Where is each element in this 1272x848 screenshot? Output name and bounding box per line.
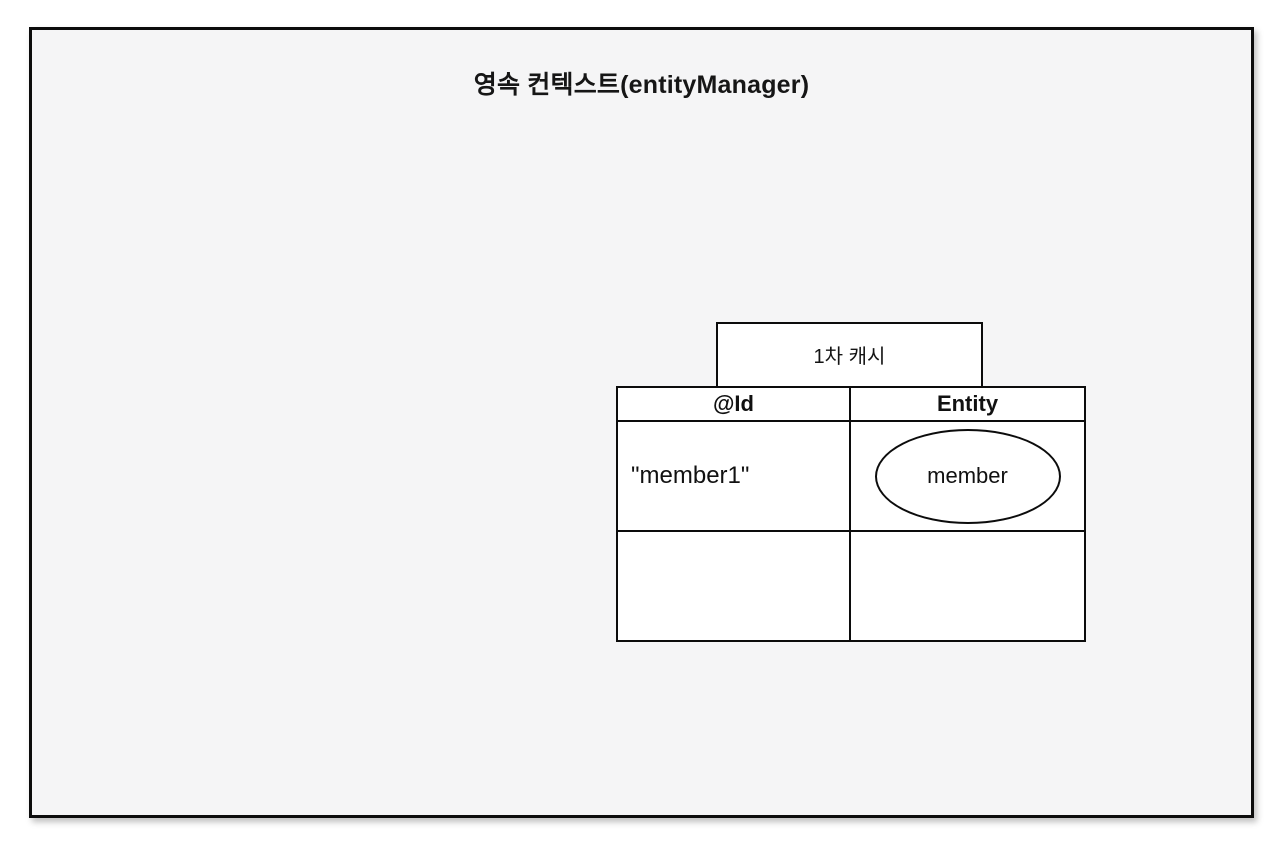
table-cell-id-row1: "member1" bbox=[618, 422, 851, 532]
id-value: "member1" bbox=[631, 462, 750, 489]
first-level-cache-box: 1차 캐시 bbox=[716, 322, 983, 390]
entity-name: member bbox=[927, 463, 1008, 488]
persistence-context-box: 영속 컨텍스트(entityManager) 1차 캐시 @Id Entity … bbox=[29, 27, 1254, 818]
table-cell-entity-row2 bbox=[851, 532, 1084, 640]
entity-ellipse: member bbox=[874, 428, 1061, 524]
diagram-title: 영속 컨텍스트(entityManager) bbox=[473, 71, 810, 99]
first-level-cache-table: @Id Entity "member1" member bbox=[616, 386, 1086, 642]
table-cell-entity-row1: member bbox=[851, 422, 1084, 532]
column-header-entity: Entity bbox=[851, 388, 1084, 422]
first-level-cache-label: 1차 캐시 bbox=[813, 345, 886, 368]
table-cell-id-row2 bbox=[618, 532, 851, 640]
column-header-id: @Id bbox=[618, 388, 851, 422]
